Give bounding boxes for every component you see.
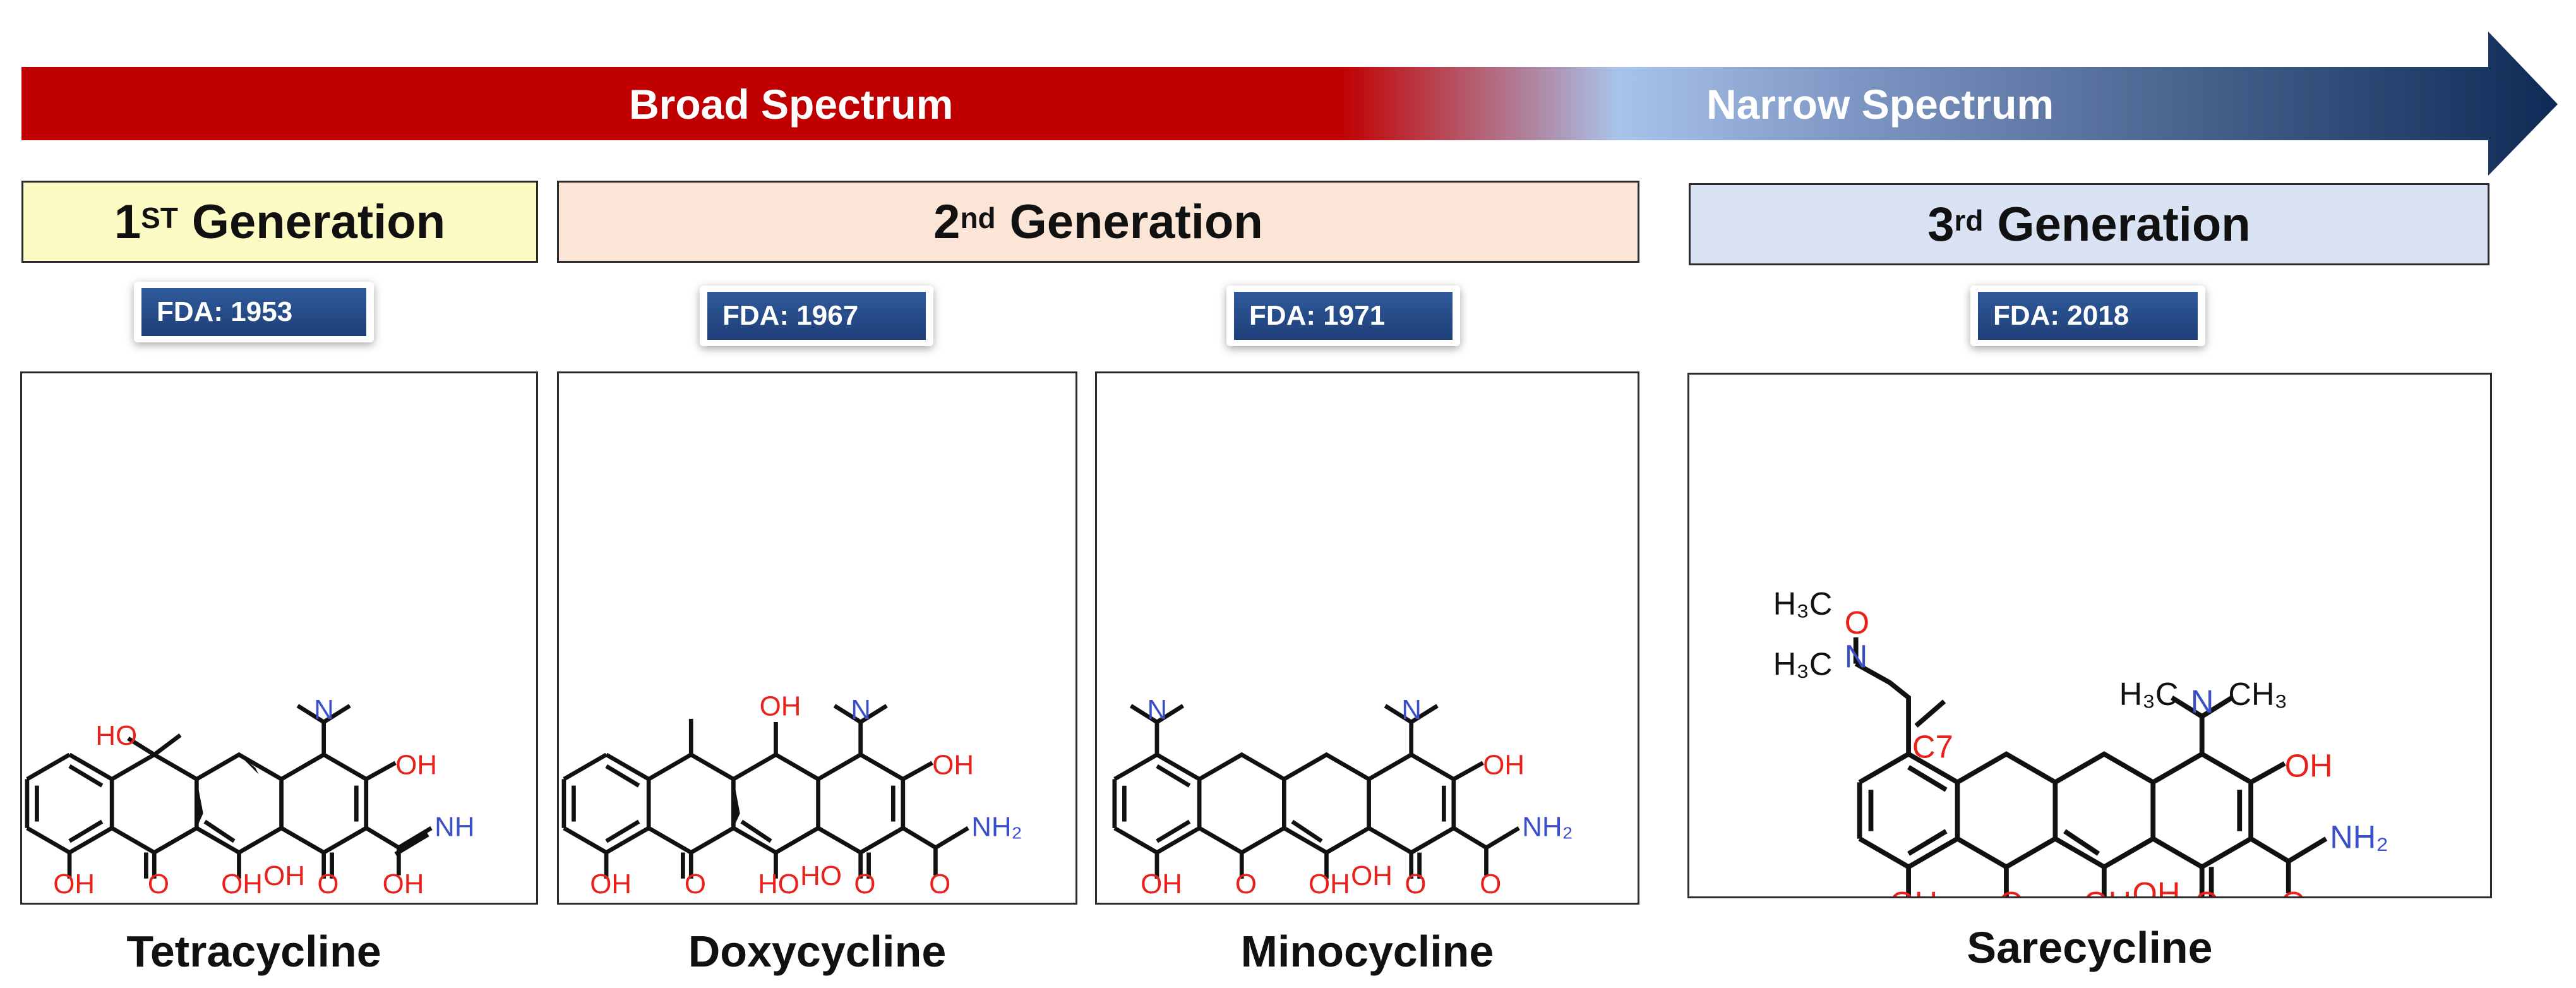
atom-n: N — [2191, 684, 2214, 720]
generation-1-suffix: ST — [141, 202, 178, 234]
sarecycline-structure-box: OH O OH OH O O NH₂ OH N H₃C CH₃ C7 N O H… — [1687, 373, 2492, 898]
fda-badge-tetracycline: FDA: 1953 — [134, 282, 374, 342]
atom-h3c: H₃C — [2119, 676, 2179, 712]
atom-n: N — [1147, 694, 1167, 725]
sarecycline-structure: OH O OH OH O O NH₂ OH N H₃C CH₃ C7 N O H… — [1773, 586, 2388, 896]
atom-oh: OH — [590, 869, 632, 900]
generation-2-number: 2 — [933, 195, 961, 249]
fda-date-minocycline: FDA: 1971 — [1234, 292, 1453, 340]
atom-oh: OH — [1483, 750, 1525, 781]
atom-o: O — [685, 869, 706, 900]
fda-date-doxycycline: FDA: 1967 — [707, 292, 926, 340]
atom-o: O — [1405, 869, 1426, 900]
atom-oh: OH — [395, 750, 437, 781]
atom-o: O — [1845, 605, 1869, 641]
atom-o: O — [1480, 869, 1501, 900]
atom-oh: OH — [53, 869, 95, 900]
fda-date-sarecycline: FDA: 2018 — [1978, 292, 2198, 340]
c7-label: C7 — [1912, 729, 1953, 765]
drug-name-minocycline: Minocycline — [1240, 927, 1494, 976]
broad-spectrum-label: Broad Spectrum — [629, 81, 954, 128]
atom-o: O — [317, 869, 338, 900]
atom-oh: OH — [1309, 869, 1350, 900]
drug-name-tetracycline: Tetracycline — [126, 927, 381, 976]
atom-nh: NH — [434, 812, 474, 843]
minocycline-structure-box: OH O OH OH O O NH₂ OH N N — [1095, 371, 1639, 905]
atom-ho: HO — [95, 720, 137, 751]
fda-badge-doxycycline: FDA: 1967 — [700, 286, 933, 346]
atom-o: O — [2195, 885, 2219, 896]
atom-oh: OH — [760, 691, 801, 722]
drug-name-doxycycline: Doxycycline — [688, 927, 947, 976]
atom-n: N — [851, 694, 871, 725]
atom-nh2: NH₂ — [1522, 812, 1573, 843]
doxycycline-structure-box: OH O HO HO O O NH₂ OH N OH — [557, 371, 1077, 905]
atom-o: O — [929, 869, 950, 900]
generation-3-suffix: rd — [1954, 204, 1984, 237]
fda-date-tetracycline: FDA: 1953 — [141, 288, 366, 336]
generation-1-number: 1 — [114, 195, 141, 249]
atom-ho: HO — [800, 860, 842, 891]
atom-oh: OH — [1141, 869, 1182, 900]
doxycycline-structure: OH O HO HO O O NH₂ OH N OH — [561, 691, 1022, 900]
atom-n: N — [1845, 639, 1868, 675]
atom-oh: OH — [2285, 747, 2333, 783]
minocycline-structure: OH O OH OH O O NH₂ OH N N — [1112, 694, 1573, 900]
atom-nh2: NH₂ — [971, 812, 1022, 843]
atom-oh: OH — [221, 869, 263, 900]
atom-oh: OH — [1351, 860, 1393, 891]
atom-oh: OH — [2133, 876, 2181, 896]
spectrum-arrow — [21, 32, 2558, 176]
generation-1-word: Generation — [191, 195, 446, 249]
atom-oh: OH — [932, 750, 974, 781]
atom-oh: OH — [263, 860, 305, 891]
narrow-spectrum-label: Narrow Spectrum — [1706, 81, 2054, 128]
tetracycline-structure: OH O OH OH O OH NH OH N HO — [25, 694, 475, 900]
atom-oh: OH — [1890, 885, 1938, 896]
atom-o: O — [148, 869, 169, 900]
generation-3-number: 3 — [1927, 197, 1955, 251]
generation-2-suffix: nd — [960, 202, 996, 234]
atom-h3c: H₃C — [1773, 646, 1833, 682]
atom-o: O — [1999, 885, 2023, 896]
atom-n: N — [1401, 694, 1422, 725]
atom-o: O — [2281, 885, 2306, 896]
generation-3-word: Generation — [1997, 197, 2251, 251]
atom-ch3: CH₃ — [2228, 676, 2287, 712]
generation-2-word: Generation — [1009, 195, 1263, 249]
atom-ho: HO — [758, 869, 800, 900]
fda-badge-sarecycline: FDA: 2018 — [1970, 286, 2205, 346]
atom-n: N — [314, 694, 334, 725]
atom-o: O — [1235, 869, 1257, 900]
tetracycline-structure-box: OH O OH OH O OH NH OH N HO — [20, 371, 538, 905]
atom-nh2: NH₂ — [2330, 819, 2388, 855]
atom-oh: OH — [383, 869, 424, 900]
drug-name-sarecycline: Sarecycline — [1967, 923, 2213, 972]
fda-badge-minocycline: FDA: 1971 — [1226, 286, 1460, 346]
atom-oh: OH — [2083, 885, 2131, 896]
atom-o: O — [854, 869, 875, 900]
atom-h3c: H₃C — [1773, 586, 1833, 622]
